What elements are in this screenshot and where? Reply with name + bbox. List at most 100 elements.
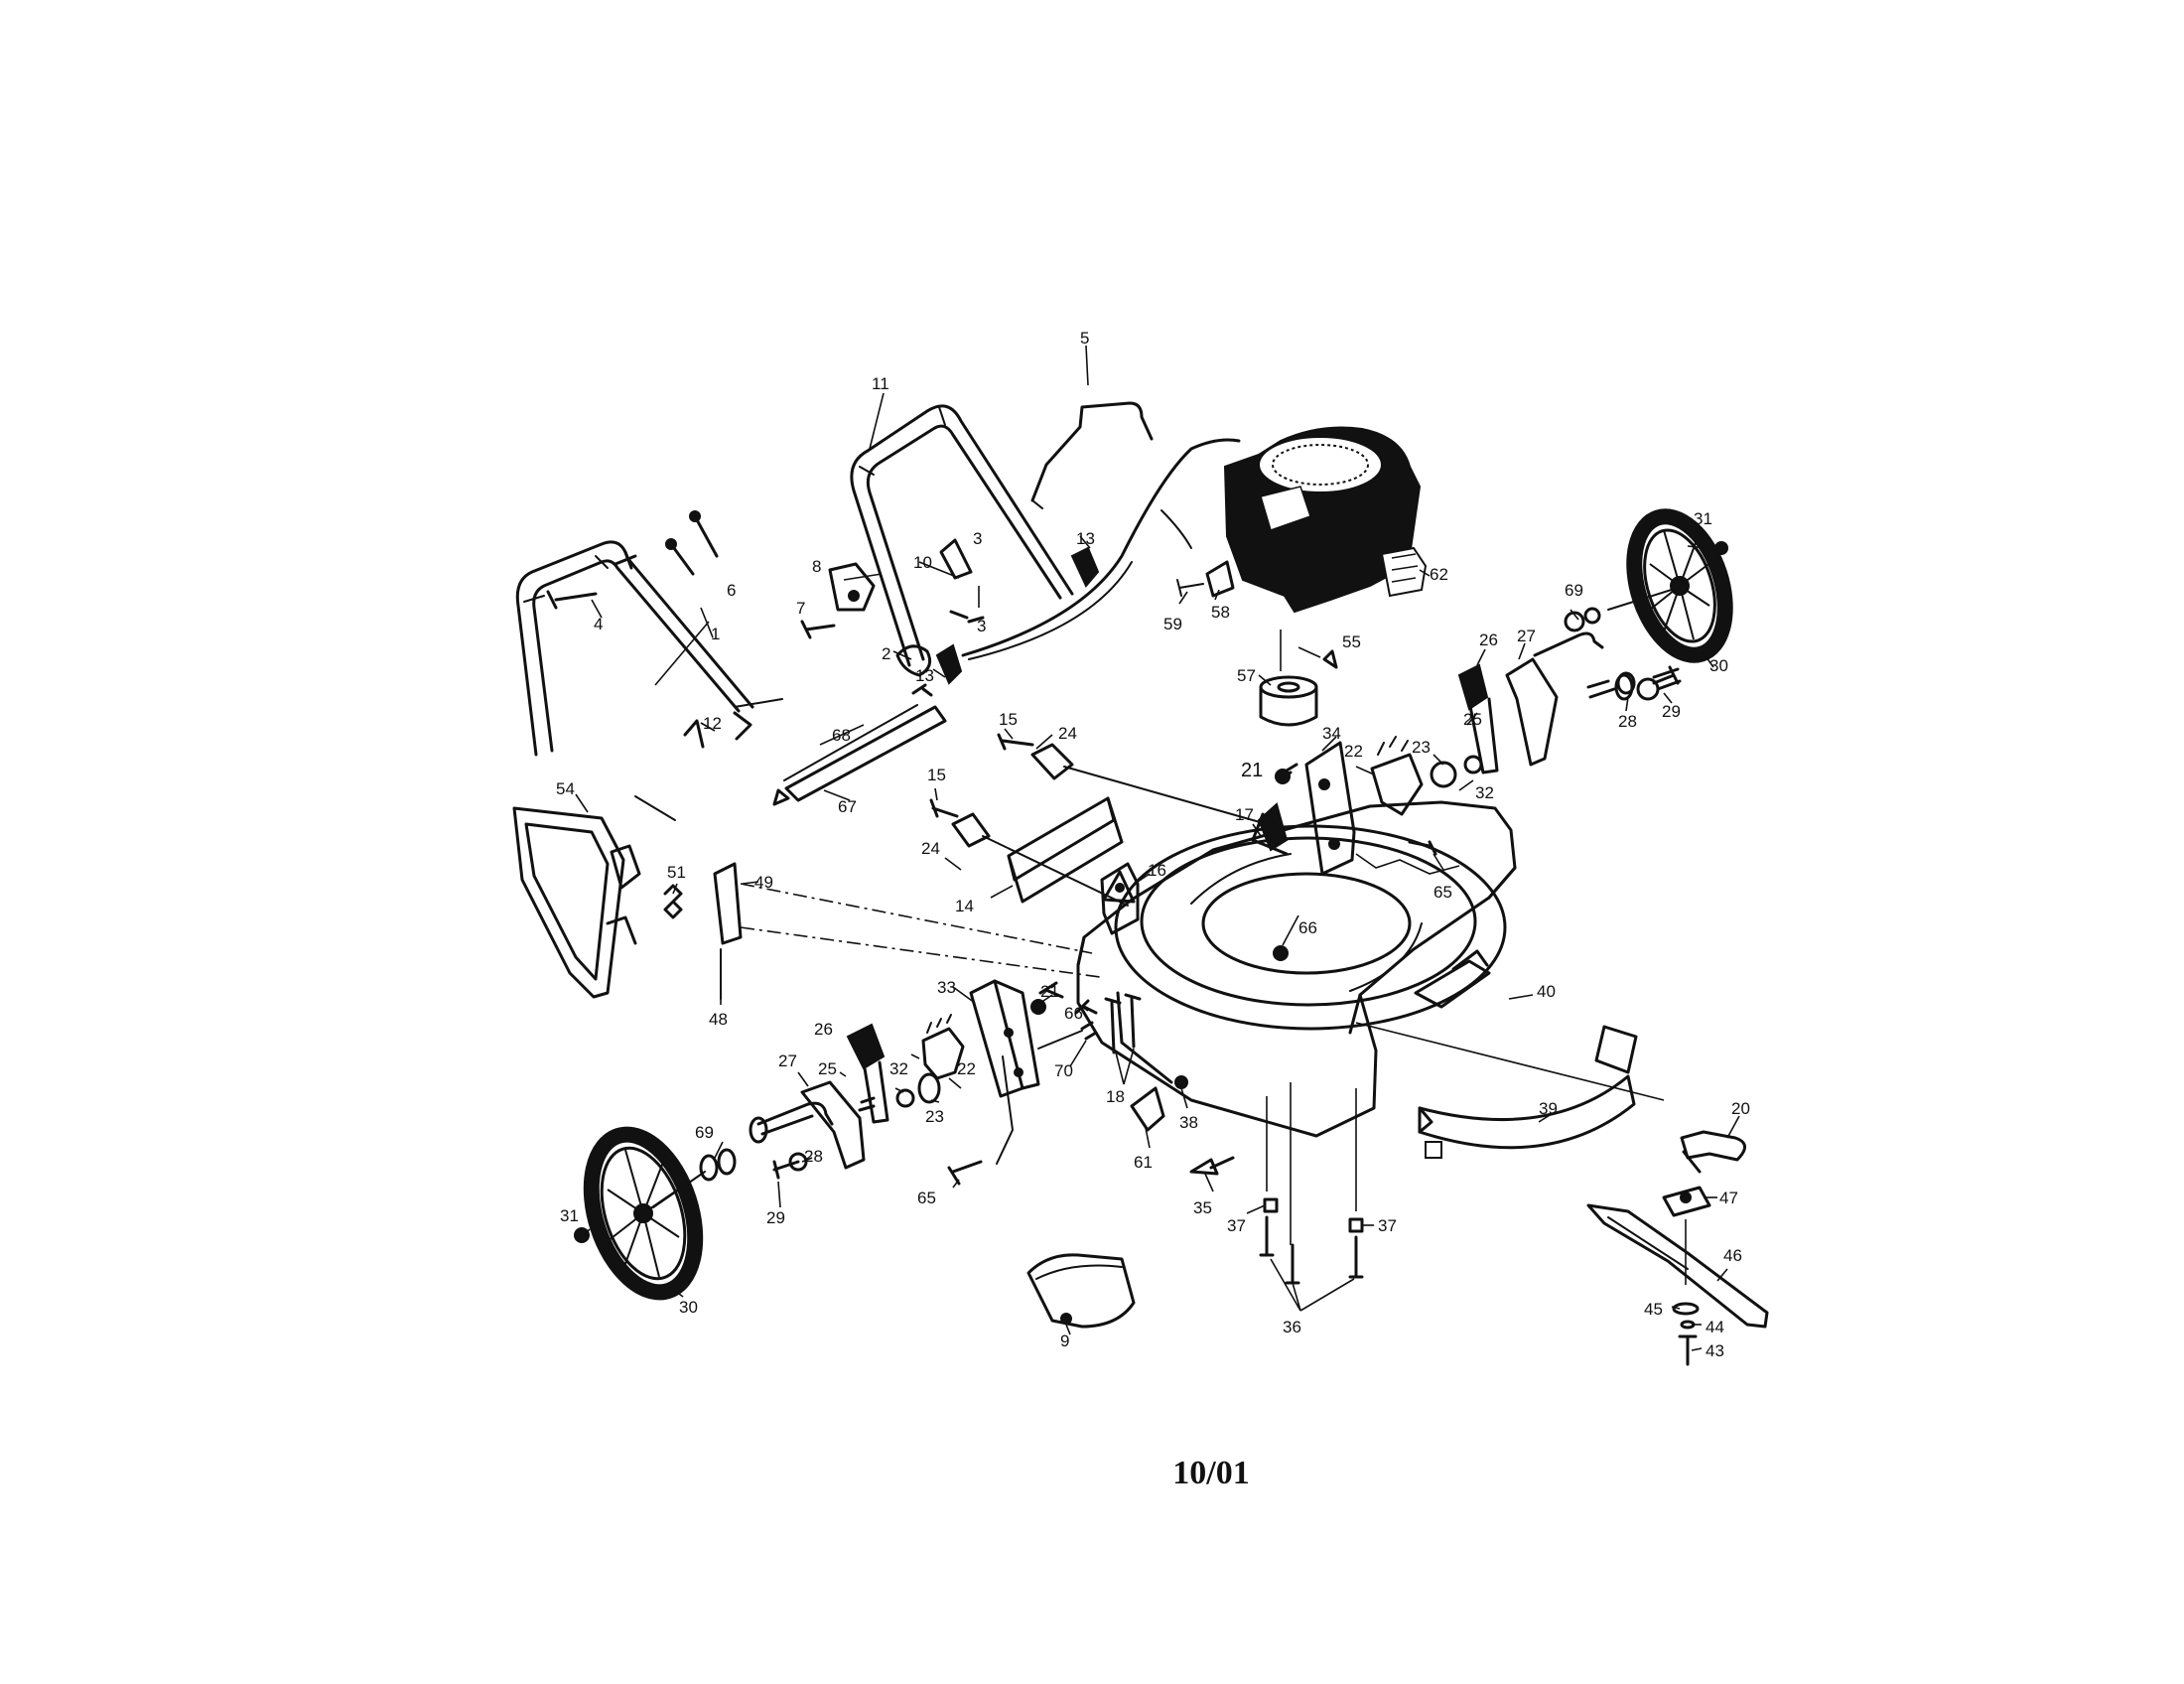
callout-5: 5 xyxy=(1080,329,1089,348)
height-lever-right xyxy=(1457,632,1682,774)
callout-48: 48 xyxy=(709,1010,728,1029)
callout-25: 25 xyxy=(818,1059,837,1078)
callout-32: 32 xyxy=(889,1059,908,1078)
left-wheel-washers xyxy=(699,1148,737,1182)
callout-29: 29 xyxy=(1662,702,1681,721)
callout-17: 17 xyxy=(1235,805,1254,824)
callout-55: 55 xyxy=(1342,632,1361,651)
upper-handle xyxy=(850,404,1074,667)
baffle-plug xyxy=(1130,1086,1165,1132)
callout-4: 4 xyxy=(594,615,603,633)
blade-adapter xyxy=(1259,649,1338,727)
callout-36: 36 xyxy=(1283,1318,1301,1336)
callout-1: 1 xyxy=(711,625,720,643)
callout-65: 65 xyxy=(1433,883,1452,902)
blade-hardware xyxy=(1672,1302,1700,1366)
callout-69: 69 xyxy=(1565,581,1583,600)
callout-20: 20 xyxy=(1731,1099,1750,1118)
callout-18: 18 xyxy=(1106,1087,1125,1106)
callout-58: 58 xyxy=(1211,603,1230,622)
callout-2: 2 xyxy=(882,644,890,663)
rear-wheel-left xyxy=(574,1126,706,1301)
engine-control xyxy=(1176,560,1235,598)
callout-65: 65 xyxy=(917,1189,936,1207)
callout-11: 11 xyxy=(872,374,889,393)
height-adjuster-right xyxy=(1275,736,1483,876)
callout-54: 54 xyxy=(556,779,575,798)
callout-47: 47 xyxy=(1719,1189,1738,1207)
callout-23: 23 xyxy=(1412,738,1431,757)
callout-23: 23 xyxy=(925,1107,944,1126)
callout-22: 22 xyxy=(1344,742,1363,761)
callout-37: 37 xyxy=(1227,1216,1246,1235)
callout-38: 38 xyxy=(1179,1113,1198,1132)
callout-6: 6 xyxy=(727,581,736,600)
callout-51: 51 xyxy=(667,863,686,882)
height-adjuster-left xyxy=(917,979,1098,1186)
callout-30: 30 xyxy=(1709,656,1728,675)
mower-blade xyxy=(1586,1203,1769,1329)
deck-bolts xyxy=(929,733,1034,818)
deck-clips xyxy=(1189,1156,1235,1176)
blade-adapter-hub xyxy=(1662,1186,1711,1285)
callout-66: 66 xyxy=(1298,918,1317,937)
discharge-door-spring xyxy=(663,884,683,919)
callout-13: 13 xyxy=(915,666,934,685)
callout-25: 25 xyxy=(1463,710,1482,729)
wheel-bolt-left xyxy=(772,1152,808,1180)
callout-57: 57 xyxy=(1237,666,1256,685)
callout-22: 22 xyxy=(957,1059,976,1078)
callout-3: 3 xyxy=(977,617,986,635)
discharge-door xyxy=(713,862,1101,1000)
callout-45: 45 xyxy=(1644,1300,1663,1319)
wheel-bolt-right xyxy=(1616,665,1680,695)
callout-61: 61 xyxy=(1134,1153,1153,1172)
callout-24: 24 xyxy=(921,839,940,858)
control-bail xyxy=(1030,401,1154,509)
handle-bracket xyxy=(683,711,752,749)
rear-axle-rod xyxy=(772,683,947,806)
callout-24: 24 xyxy=(1058,724,1077,743)
callout-69: 69 xyxy=(695,1123,714,1142)
mower-deck xyxy=(1076,800,1517,1138)
callout-31: 31 xyxy=(560,1206,579,1225)
callout-21: 21 xyxy=(1040,982,1059,1001)
callout-14: 14 xyxy=(955,897,974,915)
callout-9: 9 xyxy=(1060,1332,1069,1350)
callout-31: 31 xyxy=(1694,509,1712,528)
callout-labels: 1 2 3 3 4 5 6 7 8 9 10 11 12 13 13 14 15… xyxy=(556,329,1750,1360)
callout-32: 32 xyxy=(1475,783,1494,802)
callout-26: 26 xyxy=(814,1020,833,1039)
callout-49: 49 xyxy=(754,873,773,892)
callout-30: 30 xyxy=(679,1298,698,1317)
grass-catcher-frame xyxy=(512,806,641,999)
lower-handle xyxy=(515,540,783,821)
deck-nut-left xyxy=(1263,1197,1279,1213)
rear-deflector xyxy=(1026,1253,1136,1329)
callout-21: 21 xyxy=(1241,760,1263,781)
callout-70: 70 xyxy=(1054,1061,1073,1080)
throttle-cable xyxy=(961,438,1241,660)
rear-wheel-right xyxy=(1564,508,1733,663)
deck-bolts-lower xyxy=(1259,1082,1364,1285)
callout-67: 67 xyxy=(838,797,857,816)
deck-baffle xyxy=(1418,1025,1638,1159)
blade-adapter-lower xyxy=(1680,1130,1746,1174)
callout-16: 16 xyxy=(1148,861,1166,880)
callout-46: 46 xyxy=(1723,1246,1742,1265)
callout-62: 62 xyxy=(1430,565,1448,584)
callout-15: 15 xyxy=(999,710,1018,729)
callout-15: 15 xyxy=(927,766,946,784)
callout-33: 33 xyxy=(937,978,956,997)
rear-skirt xyxy=(1007,796,1124,904)
callout-10: 10 xyxy=(913,553,932,572)
callout-40: 40 xyxy=(1537,982,1556,1001)
deck-nut-right xyxy=(1348,1217,1364,1233)
callout-34: 34 xyxy=(1322,724,1341,743)
callout-35: 35 xyxy=(1193,1198,1212,1217)
deck-mount-bolts xyxy=(1104,993,1142,1054)
callout-28: 28 xyxy=(804,1147,823,1166)
callout-27: 27 xyxy=(1517,627,1536,645)
